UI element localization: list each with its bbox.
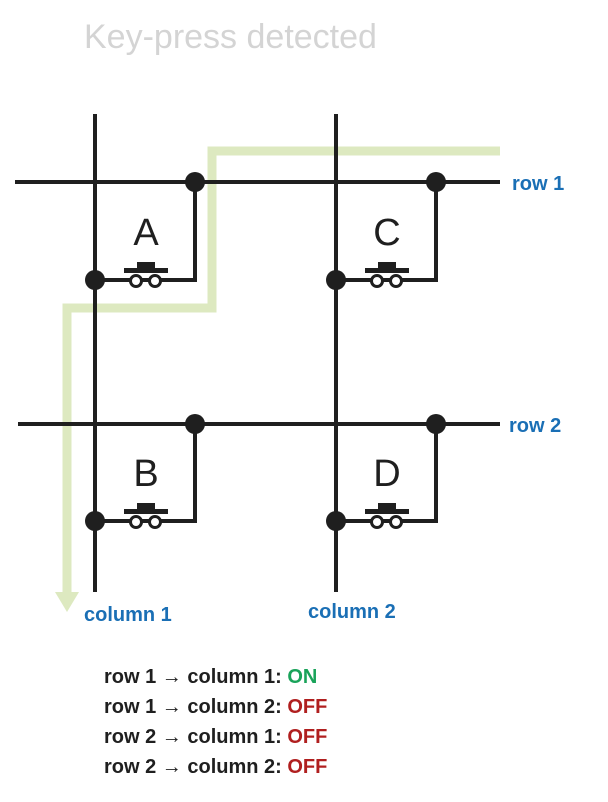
status-route: row 2 → column 1: <box>104 726 282 748</box>
status-route: row 2 → column 2: <box>104 756 282 778</box>
column-1-label: column 1 <box>84 604 172 626</box>
key-c-letter: C <box>373 212 400 254</box>
key-a: A <box>85 172 205 290</box>
key-d-button-base <box>365 509 409 514</box>
key-b-letter: B <box>133 453 158 495</box>
key-a-lead <box>95 182 197 282</box>
key-c-contact-left <box>370 274 384 288</box>
signal-arrowhead <box>55 592 79 612</box>
key-c-row-junction <box>426 172 446 192</box>
key-a-button-top <box>137 262 155 268</box>
key-d-contact-right <box>389 515 403 529</box>
key-d: D <box>326 414 446 531</box>
key-d-button-top <box>378 503 396 509</box>
key-c-lead <box>336 182 438 282</box>
status-state: OFF <box>287 726 328 748</box>
key-d-row-junction <box>426 414 446 434</box>
key-a-letter: A <box>133 212 159 254</box>
status-line: row 1 → column 1: ON <box>104 662 327 692</box>
key-b-lead <box>95 424 197 523</box>
key-c-contact-right <box>389 274 403 288</box>
status-route: row 1 → column 1: <box>104 666 282 688</box>
key-a-button-base <box>124 268 168 273</box>
row-1-label: row 1 <box>512 173 564 195</box>
key-c-button-top <box>378 262 396 268</box>
key-d-letter: D <box>373 453 400 495</box>
active-signal-path <box>62 146 500 595</box>
status-state: OFF <box>287 756 328 778</box>
key-b-button-base <box>124 509 168 514</box>
key-d-column-junction <box>326 511 346 531</box>
key-a-contact-left <box>129 274 143 288</box>
key-d-contact-left <box>370 515 384 529</box>
key-b-column-junction <box>85 511 105 531</box>
row-2-label: row 2 <box>509 415 561 437</box>
status-route: row 1 → column 2: <box>104 696 282 718</box>
key-c-column-junction <box>326 270 346 290</box>
key-a-row-junction <box>185 172 205 192</box>
key-b-button-top <box>137 503 155 509</box>
key-a-contact-right <box>148 274 162 288</box>
status-state: OFF <box>287 696 328 718</box>
key-a-column-junction <box>85 270 105 290</box>
status-list: row 1 → column 1: ON row 1 → column 2: O… <box>104 662 327 782</box>
key-b-contact-left <box>129 515 143 529</box>
status-line: row 1 → column 2: OFF <box>104 692 327 722</box>
column-2-label: column 2 <box>308 601 396 623</box>
status-line: row 2 → column 1: OFF <box>104 722 327 752</box>
key-b: B <box>85 414 205 531</box>
key-c: C <box>326 172 446 290</box>
key-c-button-base <box>365 268 409 273</box>
key-b-contact-right <box>148 515 162 529</box>
key-b-row-junction <box>185 414 205 434</box>
page-title: Key-press detected <box>84 18 377 56</box>
key-d-lead <box>336 424 438 523</box>
status-line: row 2 → column 2: OFF <box>104 752 327 782</box>
status-state: ON <box>287 666 318 688</box>
